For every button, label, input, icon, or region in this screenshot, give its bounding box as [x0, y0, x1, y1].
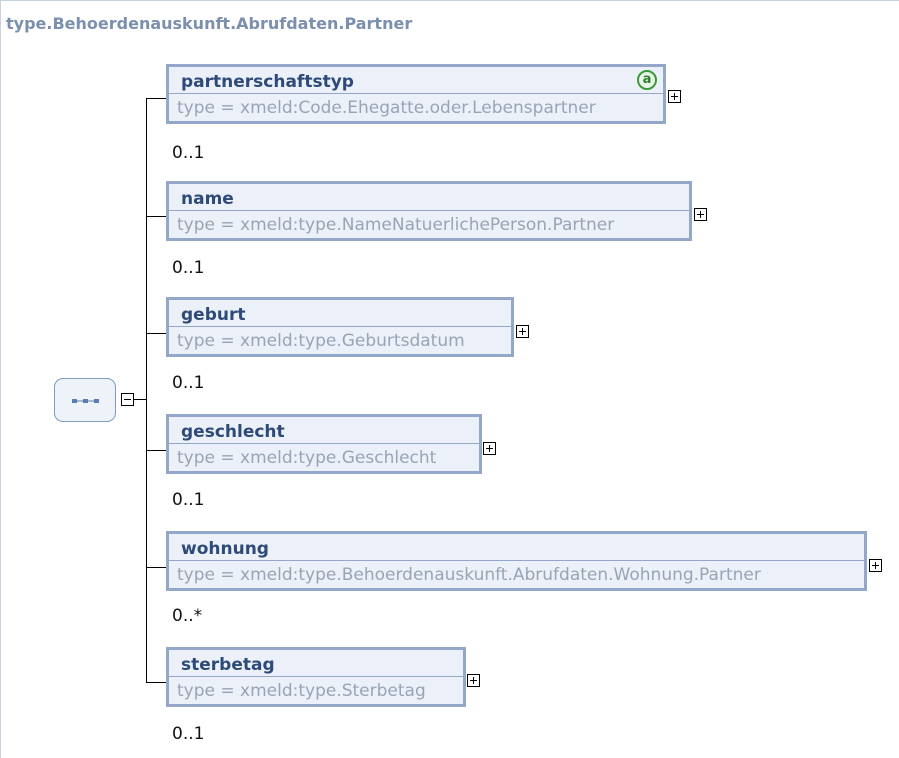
element-name-box[interactable]: name type = xmeld:type.NameNatuerlichePe… [166, 181, 692, 241]
element-divider [169, 443, 479, 444]
complex-type-title: type.Behoerdenauskunft.Abrufdaten.Partne… [6, 14, 413, 33]
element-divider [169, 210, 689, 211]
plus-toggle-icon[interactable] [483, 442, 496, 455]
frame-left-border [0, 0, 1, 758]
element-type: type = xmeld:type.Geschlecht [177, 448, 437, 468]
cardinality-label: 0..1 [172, 490, 205, 510]
connector-branch [146, 216, 166, 217]
plus-toggle-icon[interactable] [668, 90, 681, 103]
element-partnerschaftstyp[interactable]: partnerschaftstyp a type = xmeld:Code.Eh… [166, 64, 666, 124]
cardinality-label: 0..1 [172, 373, 205, 393]
cardinality-label: 0..1 [172, 143, 205, 163]
plus-toggle-icon[interactable] [516, 325, 529, 338]
element-divider [169, 676, 463, 677]
cardinality-label: 0..1 [172, 258, 205, 278]
element-name: wohnung [181, 539, 269, 559]
connector-trunk [146, 98, 147, 682]
element-name: geburt [181, 305, 246, 325]
cardinality-label: 0..* [172, 606, 203, 626]
element-wohnung[interactable]: wohnung type = xmeld:type.Behoerdenausku… [166, 531, 867, 591]
element-type: type = xmeld:type.NameNatuerlichePerson.… [177, 215, 615, 235]
element-type: type = xmeld:type.Sterbetag [177, 681, 426, 701]
connector-branch [146, 333, 166, 334]
element-name: name [181, 189, 234, 209]
connector-branch [146, 98, 166, 99]
element-type: type = xmeld:type.Geburtsdatum [177, 331, 465, 351]
plus-toggle-icon[interactable] [694, 208, 707, 221]
element-geschlecht[interactable]: geschlecht type = xmeld:type.Geschlecht [166, 414, 482, 474]
sequence-compositor-icon [72, 399, 99, 403]
connector-branch [146, 682, 166, 683]
connector-stub [134, 399, 147, 400]
element-type: type = xmeld:Code.Ehegatte.oder.Lebenspa… [177, 98, 596, 118]
element-sterbetag[interactable]: sterbetag type = xmeld:type.Sterbetag [166, 647, 466, 707]
element-divider [169, 560, 864, 561]
plus-toggle-icon[interactable] [869, 559, 882, 572]
cardinality-label: 0..1 [172, 724, 205, 744]
element-name: partnerschaftstyp [181, 72, 354, 92]
element-divider [169, 93, 663, 94]
element-geburt[interactable]: geburt type = xmeld:type.Geburtsdatum [166, 297, 514, 357]
sequence-compositor[interactable] [54, 378, 116, 422]
element-name: geschlecht [181, 422, 285, 442]
frame-top-border [0, 0, 899, 1]
connector-branch [146, 450, 166, 451]
minus-toggle-icon[interactable] [121, 393, 134, 406]
element-type: type = xmeld:type.Behoerdenauskunft.Abru… [177, 565, 761, 585]
element-divider [169, 326, 511, 327]
attribute-icon[interactable]: a [637, 70, 657, 90]
plus-toggle-icon[interactable] [467, 674, 480, 687]
element-name: sterbetag [181, 655, 275, 675]
connector-branch [146, 567, 166, 568]
